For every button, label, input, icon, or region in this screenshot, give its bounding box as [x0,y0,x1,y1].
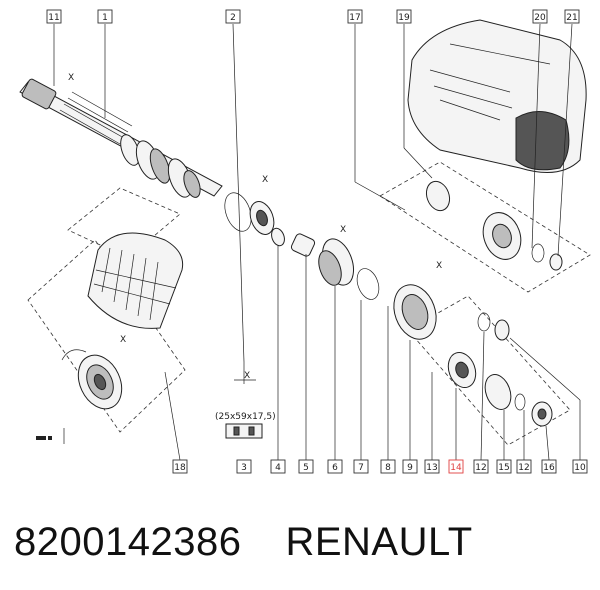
svg-text:14: 14 [450,463,462,473]
svg-text:12: 12 [475,463,486,473]
svg-text:2: 2 [230,13,236,23]
svg-text:9: 9 [407,463,413,473]
housing-group-outline-lower [27,239,186,433]
synchro-group-outline [379,161,591,293]
svg-text:18: 18 [174,463,186,473]
svg-text:16: 16 [543,463,555,473]
gear-6 [318,238,355,286]
ring-12 [477,312,491,332]
callout-2[interactable]: 2 [225,9,241,24]
bearing-spec-inset [225,362,263,439]
snap-ring-and-bearing [224,192,275,235]
svg-text:10: 10 [574,463,586,473]
svg-text:8: 8 [385,463,391,473]
washer-21 [531,243,563,271]
synchro-ring-7 [356,268,380,300]
gear-15 [484,374,512,410]
callout-12[interactable]: 12 [473,459,489,474]
main-shaft [19,78,223,198]
needle-bearing-5 [290,233,316,257]
gearbox-cover [87,232,184,329]
dimension-marks: X X X X X X [68,73,442,381]
svg-text:20: 20 [534,13,546,23]
svg-text:17: 17 [349,13,360,23]
svg-text:7: 7 [358,463,364,473]
dim-mark: X [436,261,442,271]
bearing-14 [447,352,477,388]
callout-12b[interactable]: 12 [516,459,532,474]
housing-group-outline [67,187,181,259]
oil-seal-ring [61,349,123,410]
svg-text:11: 11 [48,13,59,23]
svg-text:6: 6 [332,463,338,473]
callout-14-highlighted[interactable]: 14 [448,459,464,474]
ring-10 [494,319,510,341]
leader-lines [53,23,581,461]
dim-mark: X [262,175,268,185]
callout-3[interactable]: 3 [236,459,252,474]
svg-text:5: 5 [303,463,309,473]
dim-mark: X [244,371,250,381]
callout-17[interactable]: 17 [347,9,363,24]
callout-11[interactable]: 11 [46,9,62,24]
callout-21[interactable]: 21 [564,9,580,24]
svg-text:12: 12 [518,463,529,473]
svg-text:21: 21 [566,13,577,23]
svg-text:4: 4 [275,463,281,473]
dim-mark: X [68,73,74,83]
callout-1[interactable]: 1 [97,9,113,24]
gear-20 [482,212,522,260]
callout-6[interactable]: 6 [327,459,343,474]
washer-4 [271,227,285,247]
synchro-hub-9 [393,284,437,340]
callout-5[interactable]: 5 [298,459,314,474]
dim-mark: X [340,225,346,235]
svg-text:15: 15 [498,463,509,473]
callout-19[interactable]: 19 [396,9,412,24]
brand-name: RENAULT [285,519,473,564]
callout-10[interactable]: 10 [572,459,588,474]
callout-4[interactable]: 4 [270,459,286,474]
nut-16 [531,401,553,427]
synchro-ring-19 [425,180,451,212]
callout-15[interactable]: 15 [496,459,512,474]
svg-text:13: 13 [426,463,437,473]
part-number: 8200142386 [14,519,242,564]
product-caption: 8200142386 RENAULT [14,512,473,572]
callout-9[interactable]: 9 [402,459,418,474]
callout-16[interactable]: 16 [541,459,557,474]
callout-7[interactable]: 7 [353,459,369,474]
callout-20[interactable]: 20 [532,9,548,24]
callout-13[interactable]: 13 [424,459,440,474]
svg-text:19: 19 [398,13,410,23]
exploded-gearbox-diagram: X X X X X X (25x59x17,5) 11 1 2 17 19 20… [19,9,591,474]
dim-mark: X [120,335,126,345]
output-group-outline [407,295,571,446]
orientation-arrow-icon [36,428,65,444]
bearing-spec-text: (25x59x17,5) [215,412,276,422]
svg-text:3: 3 [241,463,247,473]
transmission-housing [407,19,587,173]
callout-18[interactable]: 18 [172,459,188,474]
callout-8[interactable]: 8 [380,459,396,474]
washer-12b [514,393,526,411]
svg-text:1: 1 [102,13,108,23]
